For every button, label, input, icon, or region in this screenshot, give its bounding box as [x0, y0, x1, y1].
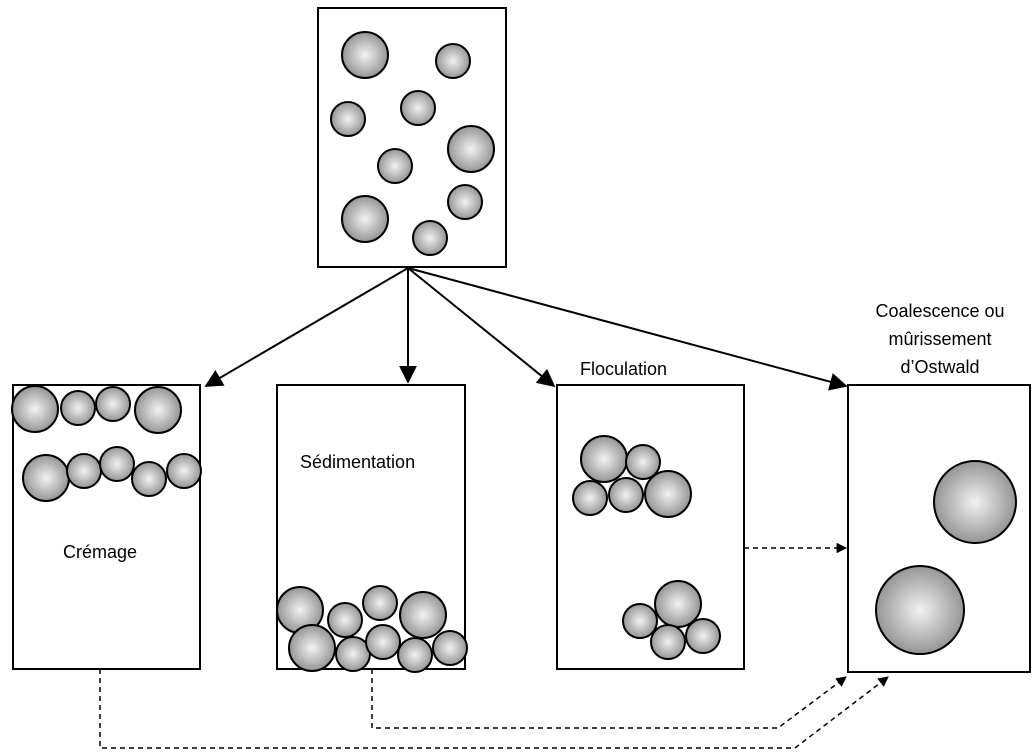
coalescence-panel: Coalescence ou mûrissement d’Ostwald — [847, 301, 1031, 673]
droplet — [644, 470, 692, 518]
droplet — [327, 602, 363, 638]
droplet — [341, 31, 389, 79]
droplet — [288, 624, 336, 672]
droplet — [60, 390, 96, 426]
droplet — [335, 636, 371, 672]
droplet — [330, 101, 366, 137]
droplet — [608, 477, 644, 513]
initial-emulsion — [317, 7, 507, 268]
droplet — [650, 624, 686, 660]
droplet — [397, 637, 433, 673]
droplet — [625, 444, 661, 480]
droplet — [362, 585, 398, 621]
droplet — [435, 43, 471, 79]
cremage-box — [12, 384, 201, 670]
sedimentation-label: Sédimentation — [300, 452, 415, 472]
droplet — [685, 618, 721, 654]
droplet — [365, 624, 401, 660]
floculation-label: Floculation — [580, 359, 667, 379]
droplet — [654, 580, 702, 628]
arrow-to-coalescence — [407, 267, 848, 391]
droplet — [580, 435, 628, 483]
droplet — [11, 385, 59, 433]
floculation-panel: Floculation — [556, 359, 745, 670]
droplet — [166, 453, 202, 489]
droplet — [412, 220, 448, 256]
droplet — [95, 386, 131, 422]
dashed-arrow-cremage-to-coalescence — [99, 669, 889, 749]
droplet — [447, 184, 483, 220]
droplet — [377, 148, 413, 184]
dashed-arrow-sedimentation-to-coalescence — [371, 669, 847, 729]
sedimentation-panel: Sédimentation — [276, 384, 468, 673]
droplet — [447, 125, 495, 173]
droplet — [99, 446, 135, 482]
droplet — [341, 195, 389, 243]
droplet — [22, 454, 70, 502]
large-droplet — [933, 460, 1017, 544]
coalescence-label-line1: Coalescence ou — [875, 301, 1004, 321]
droplet — [622, 603, 658, 639]
droplet — [66, 453, 102, 489]
droplet — [131, 461, 167, 497]
droplet — [432, 630, 468, 666]
cremage-panel: Crémage — [11, 384, 202, 670]
droplet — [400, 90, 436, 126]
cremage-label: Crémage — [63, 542, 137, 562]
droplet — [134, 386, 182, 434]
solid-arrows — [204, 267, 848, 391]
arrow-to-floculation — [407, 267, 556, 388]
droplet — [572, 480, 608, 516]
coalescence-label-line3: d’Ostwald — [900, 357, 979, 377]
large-droplet — [875, 565, 965, 655]
droplet — [399, 591, 447, 639]
dashed-arrows — [99, 542, 889, 749]
arrow-to-cremage — [204, 267, 409, 387]
coalescence-label-line2: mûrissement — [888, 329, 991, 349]
